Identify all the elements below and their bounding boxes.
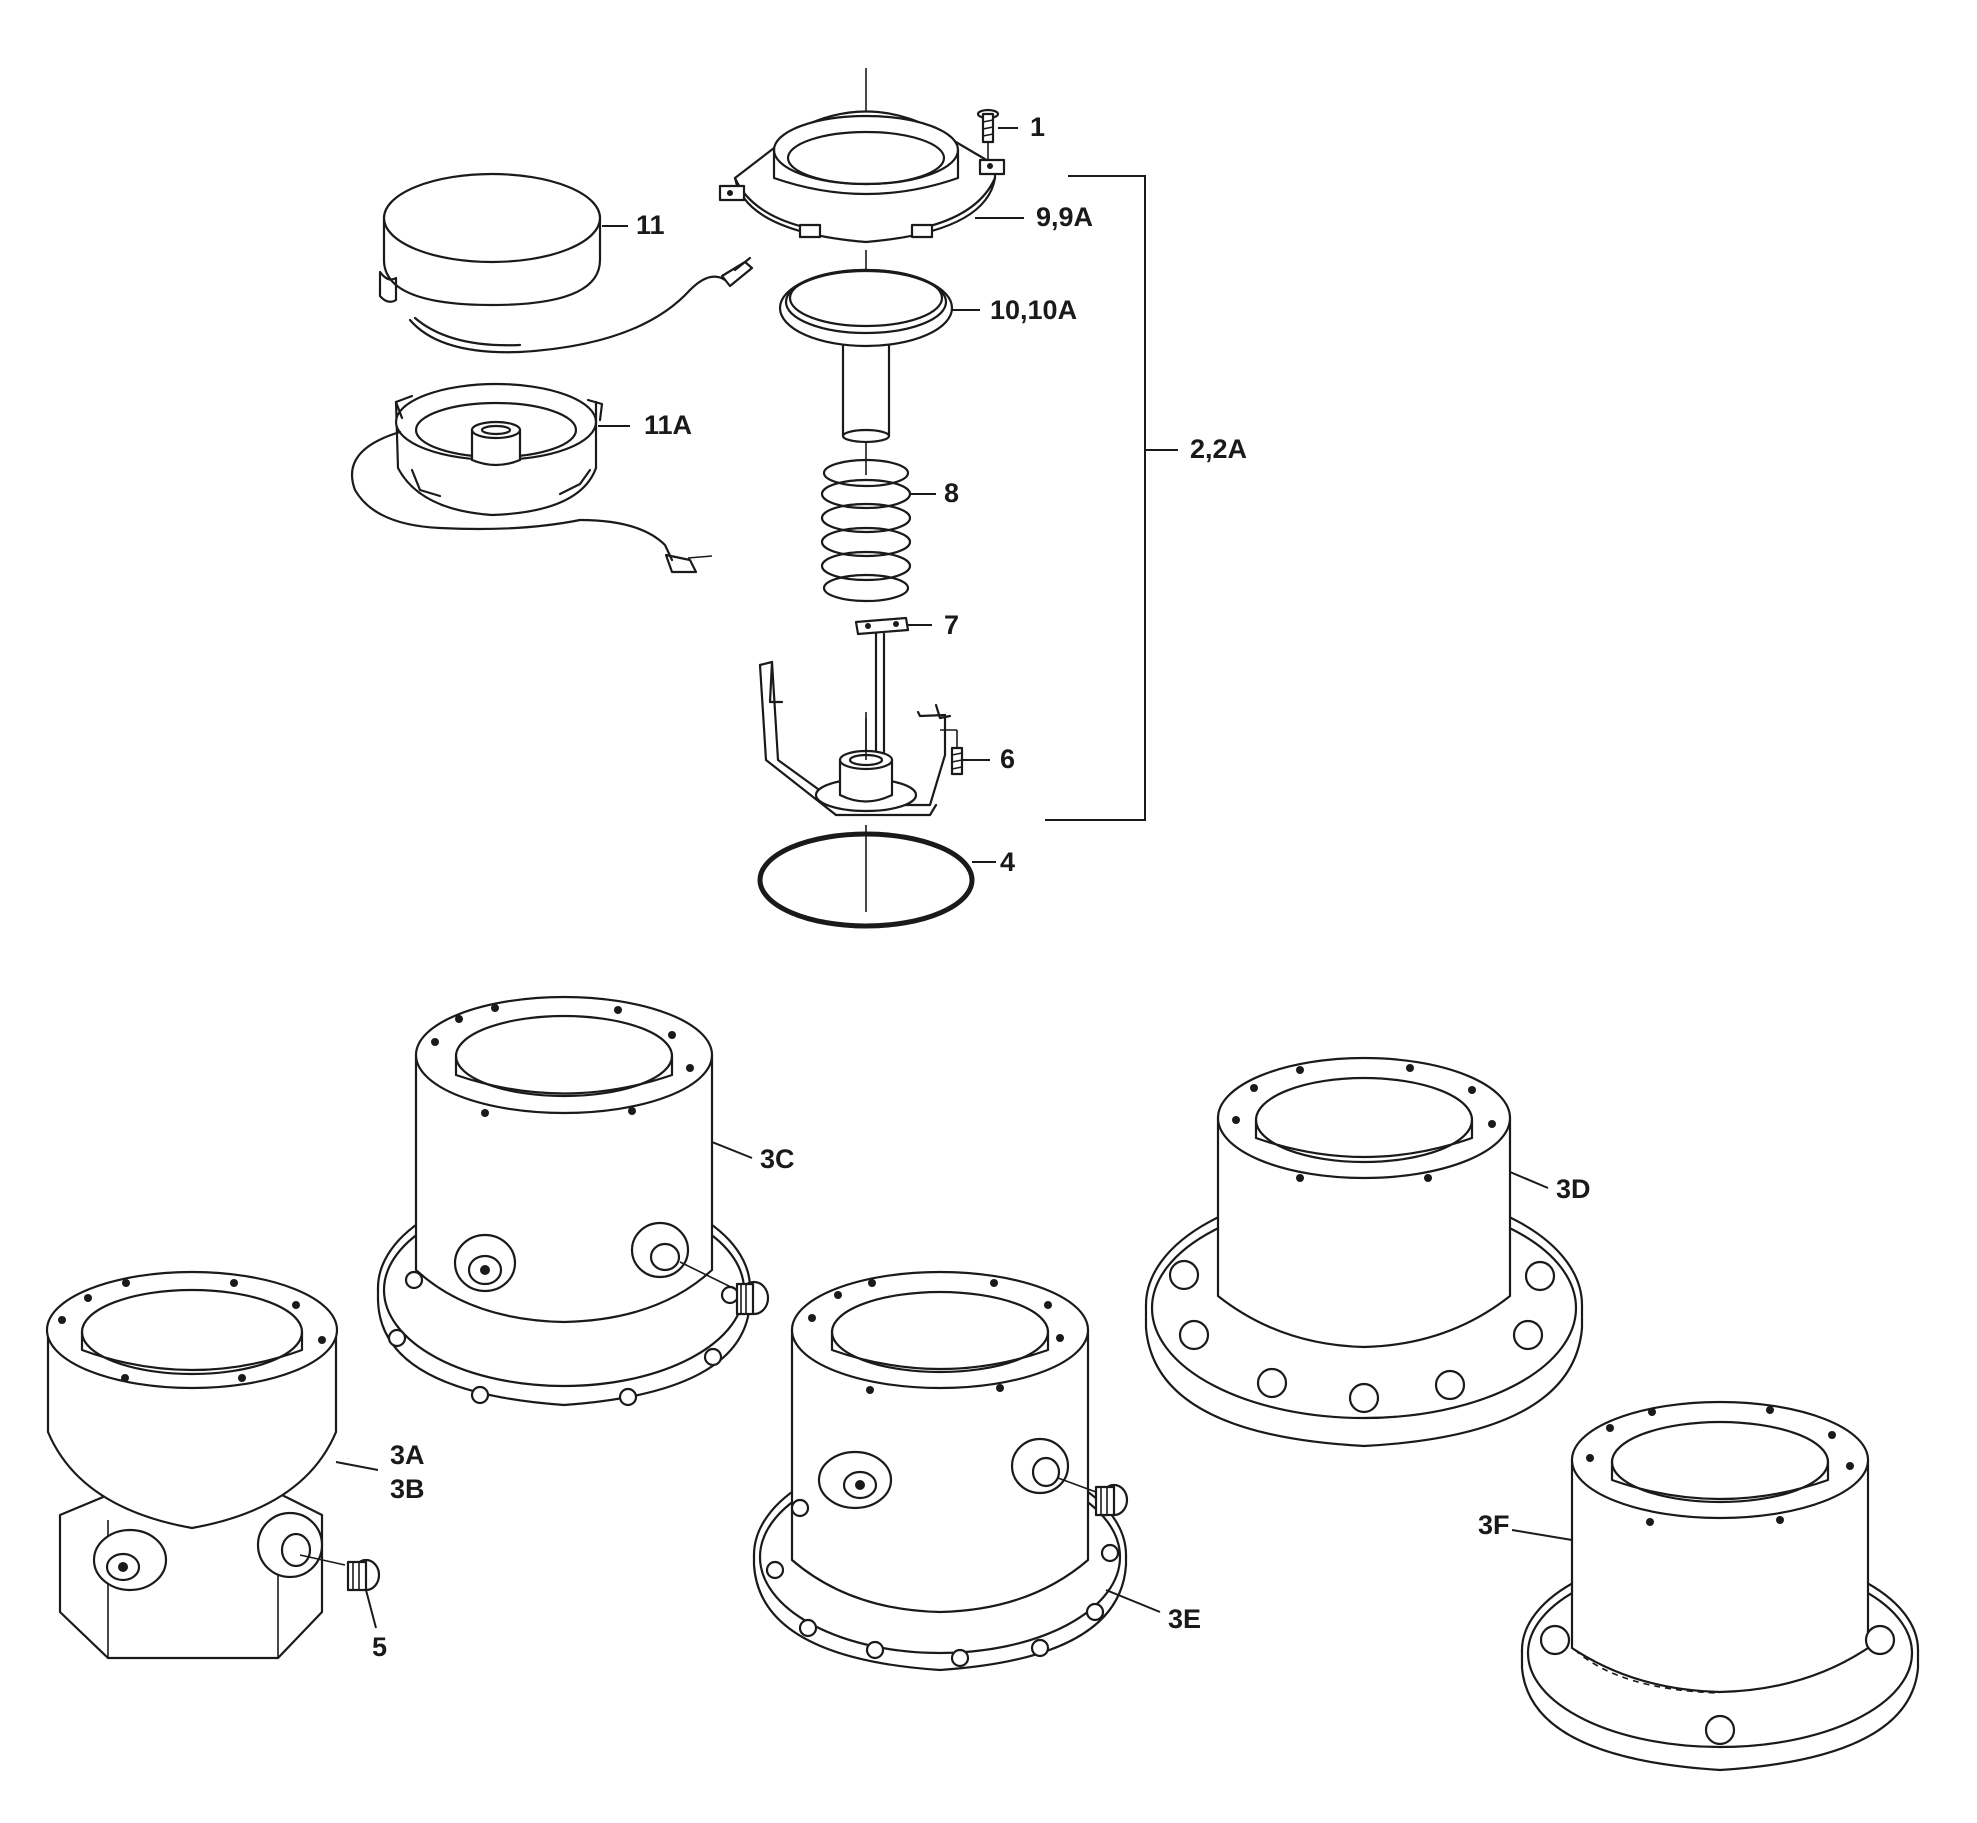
leader-3f bbox=[1511, 1529, 1573, 1541]
callout-8: 8 bbox=[944, 478, 960, 508]
cover-ring-9-part bbox=[718, 110, 1006, 244]
cage-bracket-part bbox=[758, 660, 952, 817]
callout-3c: 3C bbox=[760, 1144, 795, 1174]
callout-2-2a: 2,2A bbox=[1190, 434, 1248, 464]
cap-holder-11a-part bbox=[350, 382, 713, 574]
valve-body-3d-part bbox=[1144, 1056, 1584, 1448]
callout-7: 7 bbox=[944, 610, 960, 640]
callout-9-9a: 9,9A bbox=[1036, 202, 1094, 232]
dust-cap-11-part bbox=[378, 172, 754, 354]
screw-1-part bbox=[976, 108, 1000, 160]
leader-3d bbox=[1509, 1171, 1549, 1189]
callout-3a: 3A bbox=[390, 1440, 425, 1470]
assembly-bracket bbox=[1045, 175, 1146, 821]
callout-11a: 11A bbox=[644, 410, 693, 440]
valve-body-3a-3b-part bbox=[45, 1270, 381, 1660]
callout-5: 5 bbox=[372, 1632, 388, 1662]
leader-3a bbox=[335, 1461, 379, 1471]
o-ring-4-part bbox=[757, 831, 975, 929]
spring-8-part bbox=[820, 458, 912, 603]
guide-plate-7-part bbox=[854, 616, 910, 762]
callout-3d: 3D bbox=[1556, 1174, 1591, 1204]
valve-body-3c-part bbox=[376, 995, 770, 1407]
screw-6-part bbox=[940, 729, 964, 776]
callout-3f: 3F bbox=[1478, 1510, 1510, 1540]
callout-10-10a: 10,10A bbox=[990, 295, 1078, 325]
leader-5 bbox=[365, 1589, 377, 1629]
callout-3b: 3B bbox=[390, 1474, 425, 1504]
callout-6: 6 bbox=[1000, 744, 1016, 774]
callout-11: 11 bbox=[636, 210, 665, 240]
diaphragm-10-part bbox=[778, 268, 954, 444]
callout-3e: 3E bbox=[1168, 1604, 1202, 1634]
leader-3e bbox=[1105, 1589, 1161, 1613]
valve-body-3e-part bbox=[752, 1270, 1129, 1672]
callout-1: 1 bbox=[1030, 112, 1046, 142]
valve-body-3f-part bbox=[1520, 1400, 1920, 1772]
callout-4: 4 bbox=[1000, 847, 1016, 877]
leader-3c bbox=[711, 1141, 753, 1159]
